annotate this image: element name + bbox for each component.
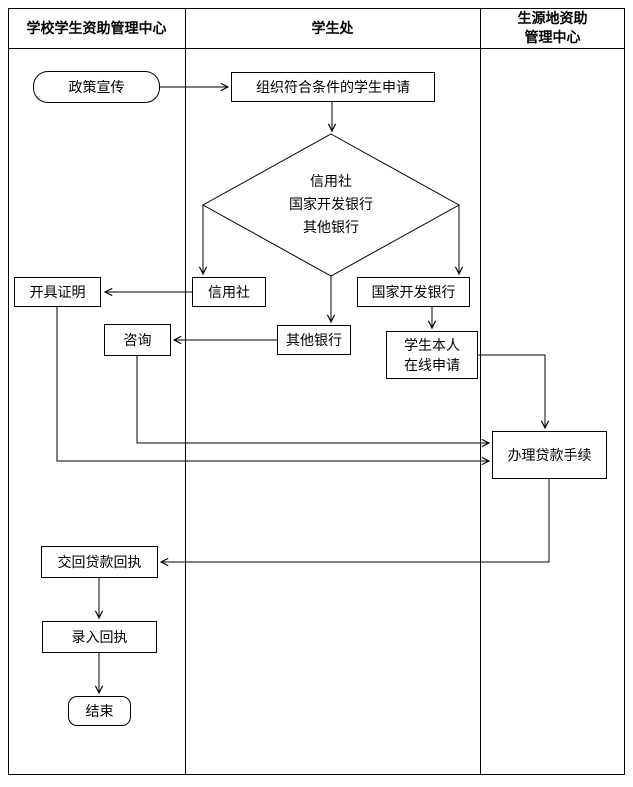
node-end: 结束: [68, 696, 131, 726]
node-enter-receipt: 录入回执: [42, 621, 157, 653]
node-end-label: 结束: [85, 703, 114, 719]
arrow-consult-to-loan: [136, 356, 489, 443]
arrow-loan-to-return-receipt: [161, 479, 550, 562]
decision-diamond-text: 信用社 国家开发银行 其他银行: [240, 170, 422, 239]
node-credit-union: 信用社: [192, 277, 266, 307]
node-policy-promotion-label: 政策宣传: [68, 79, 125, 95]
node-cdb: 国家开发银行: [357, 277, 470, 307]
arrow-issue-cert-to-loan: [56, 307, 489, 461]
lane-header-student-office: 学生处: [185, 8, 480, 48]
node-policy-promotion: 政策宣传: [33, 71, 160, 103]
node-other-bank: 其他银行: [277, 325, 351, 355]
node-credit-union-label: 信用社: [208, 284, 250, 300]
node-consult-label: 咨询: [123, 332, 152, 348]
node-consult: 咨询: [104, 324, 171, 356]
node-student-online-apply-line2: 在线申请: [404, 357, 460, 373]
node-return-receipt: 交回贷款回执: [41, 546, 158, 578]
node-loan-procedure-label: 办理贷款手续: [507, 447, 592, 463]
lane-header-school-label: 学校学生资助管理中心: [26, 19, 167, 36]
decision-option-credit-union: 信用社: [310, 173, 352, 189]
swimlane-frame: [8, 8, 625, 775]
lane-header-origin-center: 生源地资助 管理中心: [480, 8, 625, 48]
decision-option-other-bank: 其他银行: [303, 219, 359, 235]
node-student-online-apply-line1: 学生本人: [404, 337, 460, 353]
node-organize-applications: 组织符合条件的学生申请: [231, 72, 435, 102]
arrow-student-online-to-loan: [478, 354, 545, 428]
node-enter-receipt-label: 录入回执: [71, 629, 128, 645]
node-student-online-apply: 学生本人 在线申请: [386, 331, 478, 379]
decision-option-cdb: 国家开发银行: [289, 196, 373, 212]
lane-header-origin-center-line1: 生源地资助: [517, 10, 588, 26]
node-organize-applications-label: 组织符合条件的学生申请: [256, 79, 410, 95]
node-return-receipt-label: 交回贷款回执: [57, 554, 142, 570]
lane-header-school: 学校学生资助管理中心: [8, 8, 185, 48]
node-other-bank-label: 其他银行: [286, 332, 342, 348]
node-loan-procedure: 办理贷款手续: [492, 431, 607, 479]
node-issue-certificate: 开具证明: [14, 277, 101, 307]
lane-header-student-office-label: 学生处: [311, 19, 354, 36]
lane-header-origin-center-line2: 管理中心: [524, 29, 581, 45]
node-issue-certificate-label: 开具证明: [29, 284, 86, 300]
node-cdb-label: 国家开发银行: [371, 284, 456, 300]
